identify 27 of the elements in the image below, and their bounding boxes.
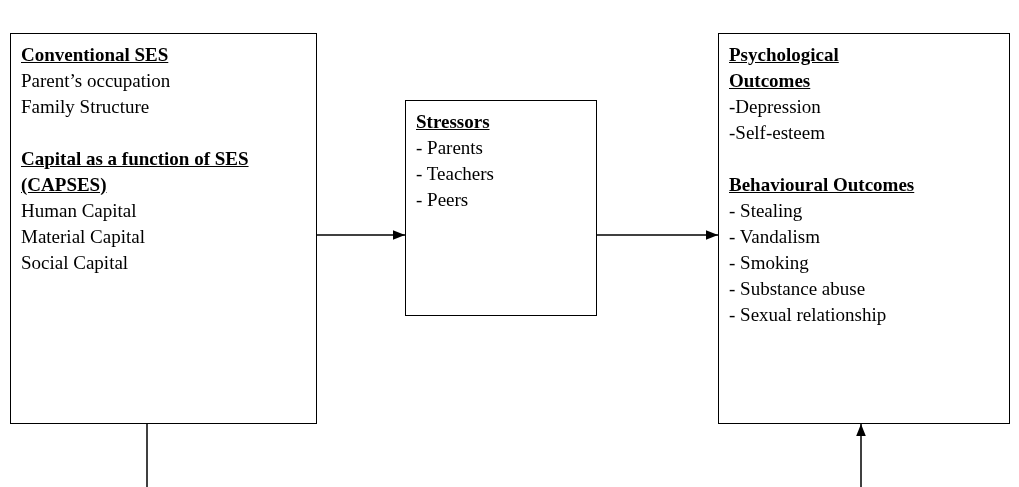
section-heading: Behavioural Outcomes: [729, 173, 916, 197]
list-item: - Teachers: [416, 162, 495, 186]
connector-line: [146, 423, 148, 487]
list-item: -Depression: [729, 95, 822, 119]
section-heading: Capital as a function of SES (CAPSES): [21, 147, 250, 197]
section-heading: Stressors: [416, 110, 491, 134]
list-item: Parent’s occupation: [21, 69, 172, 93]
arrow: [316, 230, 406, 240]
list-item: - Peers: [416, 188, 470, 212]
text-box: [10, 33, 317, 424]
list-item: -Self-esteem: [729, 121, 826, 145]
arrow: [856, 423, 866, 487]
list-item: - Stealing: [729, 199, 804, 223]
text-box: [405, 100, 597, 316]
text-box: [718, 33, 1010, 424]
section-heading: Conventional SES: [21, 43, 170, 67]
list-item: Social Capital: [21, 251, 130, 275]
list-item: - Vandalism: [729, 225, 821, 249]
list-item: Human Capital: [21, 199, 138, 223]
list-item: - Substance abuse: [729, 277, 867, 301]
list-item: - Smoking: [729, 251, 810, 275]
list-item: - Sexual relationship: [729, 303, 888, 327]
list-item: Family Structure: [21, 95, 151, 119]
section-heading: Psychological Outcomes: [729, 43, 840, 93]
arrow: [596, 230, 719, 240]
list-item: - Parents: [416, 136, 484, 160]
list-item: Material Capital: [21, 225, 146, 249]
